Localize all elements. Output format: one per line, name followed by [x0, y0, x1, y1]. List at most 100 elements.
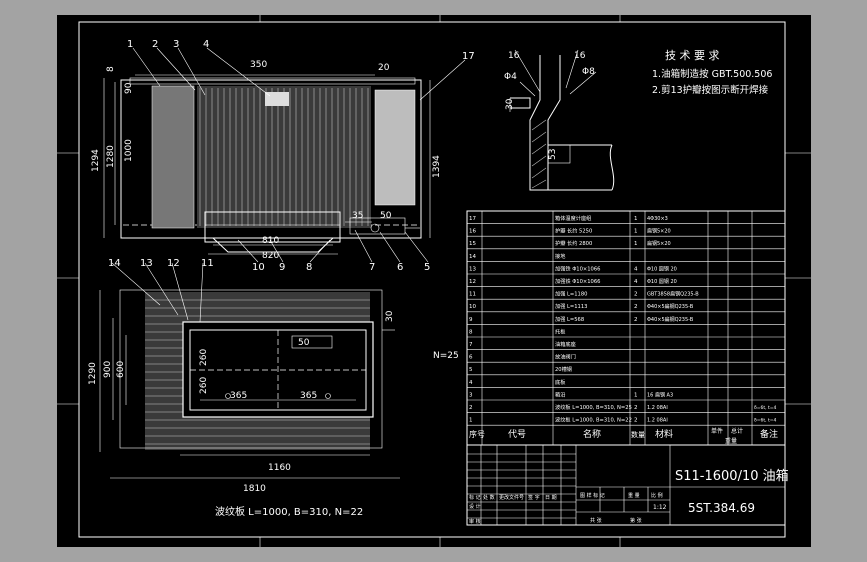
bom-header-weight: 重量 — [725, 437, 737, 445]
bom-row-seq: 8 — [469, 329, 473, 335]
title-block-name: S11-1600/10 油箱 — [675, 468, 789, 484]
bom-header-total-weight: 总计 — [731, 427, 743, 435]
dim-1290: 1290 — [88, 362, 98, 385]
tech-item-2: 2.剪13护瓣按图示断开焊接 — [652, 84, 769, 96]
dim-820: 820 — [262, 251, 279, 261]
bom-header-seq: 序号 — [469, 429, 485, 439]
section-detail — [509, 49, 615, 191]
bom-row-qty: 4 — [634, 279, 638, 285]
section-dim-phi4: Φ4 — [504, 72, 517, 82]
bom-row-qty: 2 — [634, 317, 638, 323]
bom-row-name: 波纹板 L=1000, B=310, N=22 — [555, 416, 632, 424]
dim-1280: 1280 — [106, 145, 116, 168]
corrugated-fins — [197, 86, 371, 228]
dim-365a: 365 — [230, 391, 247, 401]
section-dim-30: 30 — [505, 98, 515, 110]
front-view — [103, 47, 466, 263]
bom-row-name: 油箱底座 — [555, 340, 576, 348]
bom-row-name: 加强铁 Φ10×1066 — [555, 264, 600, 272]
bom-row-name: 波纹板 L=1000, B=310, N=25 — [555, 403, 632, 411]
dim-365b: 365 — [300, 391, 317, 401]
callout-1: 1 — [127, 39, 133, 50]
bom-row-qty: 2 — [634, 418, 638, 424]
dim-50: 50 — [298, 338, 310, 348]
bom-row-material: Φ40×5扁钢Q235-B — [647, 316, 694, 323]
bom-row-seq: 1 — [469, 418, 473, 424]
bom-row-seq: 15 — [469, 241, 476, 247]
tb-label-count: 处 数 — [483, 494, 495, 501]
bom-row-name: 加强 L=568 — [555, 315, 584, 323]
callout-3: 3 — [173, 39, 179, 50]
plan-callouts: 14 13 12 11 — [108, 258, 214, 269]
dim-50: 50 — [380, 211, 392, 221]
front-dimensions: 350 20 810 820 35 50 90 1280 1000 1294 1… — [91, 60, 442, 261]
bom-row-remark: δ=6t, t=4 — [754, 418, 777, 424]
tb-label-mark: 标 记 — [469, 494, 481, 501]
callout-4: 4 — [203, 39, 209, 50]
bom-row-name: 加强 L=1113 — [555, 302, 587, 310]
bom-row-qty: 2 — [634, 304, 638, 310]
bom-row-qty: 4 — [634, 266, 638, 272]
tech-item-1: 1.油箱制造按 GBT.500.506 — [652, 68, 772, 80]
bom-row-qty: 1 — [634, 229, 638, 235]
bom-row-name: 托板 — [555, 327, 566, 335]
dim-20: 20 — [378, 63, 390, 73]
bom-row-name: 加强铁 Φ10×1066 — [555, 277, 600, 285]
tb-label-weight: 重 量 — [628, 492, 640, 499]
dim-1810: 1810 — [243, 484, 266, 494]
bom-row-seq: 9 — [469, 317, 473, 323]
dim-1294: 1294 — [91, 149, 101, 172]
tb-label-design: 设 计 — [469, 503, 481, 510]
bom-header-code: 代号 — [508, 429, 526, 440]
section-dim-phi8: Φ8 — [582, 67, 595, 77]
callout-13: 13 — [140, 258, 153, 269]
bom-row-name: 护瓣 长约 5250 — [555, 227, 592, 235]
bom-row-material: 扁钢5×20 — [647, 228, 671, 235]
dim-260b: 260 — [199, 377, 209, 394]
title-block: S11-1600/10 油箱 5ST.384.69 1:12 标 记 处 数 更… — [466, 444, 789, 526]
tech-requirements: 技 术 要 求 1.油箱制造按 GBT.500.506 2.剪13护瓣按图示断开… — [652, 49, 772, 96]
tb-label-change: 更改文件号 — [499, 494, 524, 501]
callout-11: 11 — [201, 258, 214, 269]
dim-1394: 1394 — [432, 155, 442, 178]
bom-row-seq: 14 — [469, 254, 476, 260]
front-callout-leaders — [132, 47, 466, 263]
bom-row-name: 底板 — [555, 378, 566, 386]
dim-35: 35 — [352, 211, 363, 221]
bom-row-seq: 7 — [469, 342, 473, 348]
plan-dimensions: 1290 900 600 1160 1810 365 365 260 260 5… — [88, 310, 459, 494]
tb-label-sheets: 共 张 — [590, 517, 602, 524]
bom-row-seq: 16 — [469, 229, 476, 235]
bom-row-material: Φ10 圆钢 20 — [647, 265, 677, 272]
bom-row-material: 1.2 08Al — [647, 418, 668, 424]
callout-6: 6 — [397, 262, 403, 273]
dim-8: 8 — [106, 66, 116, 72]
bom-header-name: 名称 — [583, 428, 601, 440]
bom-row-qty: 1 — [634, 241, 638, 247]
bom-row-seq: 10 — [469, 304, 476, 310]
bom-row-qty: 2 — [634, 292, 638, 298]
bom-header-remark: 备注 — [760, 428, 778, 440]
bom-row-qty: 1 — [634, 216, 638, 222]
tb-label-scale: 比 例 — [651, 492, 663, 499]
bom-row-material: 1.2 08Al — [647, 405, 668, 411]
bom-header-qty: 数量 — [631, 430, 645, 439]
bom-row-name: 放油阀门 — [555, 353, 576, 361]
bom-row-qty: 1 — [634, 392, 638, 398]
callout-17: 17 — [462, 51, 475, 62]
tb-label-date: 日 期 — [545, 495, 557, 501]
section-label-16a: 16 — [508, 51, 520, 61]
dim-810: 810 — [262, 236, 279, 246]
bom-row-material: Φ10 圆钢 20 — [647, 278, 677, 285]
section-dim-53: 53 — [548, 149, 558, 160]
dim-1000: 1000 — [124, 139, 134, 162]
bom-row-name: 箱体温度计座组 — [555, 214, 591, 222]
tb-label-review: 审 核 — [469, 518, 481, 525]
bom-row-seq: 4 — [469, 380, 473, 386]
zone-marks — [57, 15, 811, 547]
dim-350: 350 — [250, 60, 267, 70]
bom-row-name: 箱沿 — [555, 390, 565, 398]
bom-row-seq: 17 — [469, 216, 476, 222]
section-label-16b: 16 — [574, 51, 586, 61]
